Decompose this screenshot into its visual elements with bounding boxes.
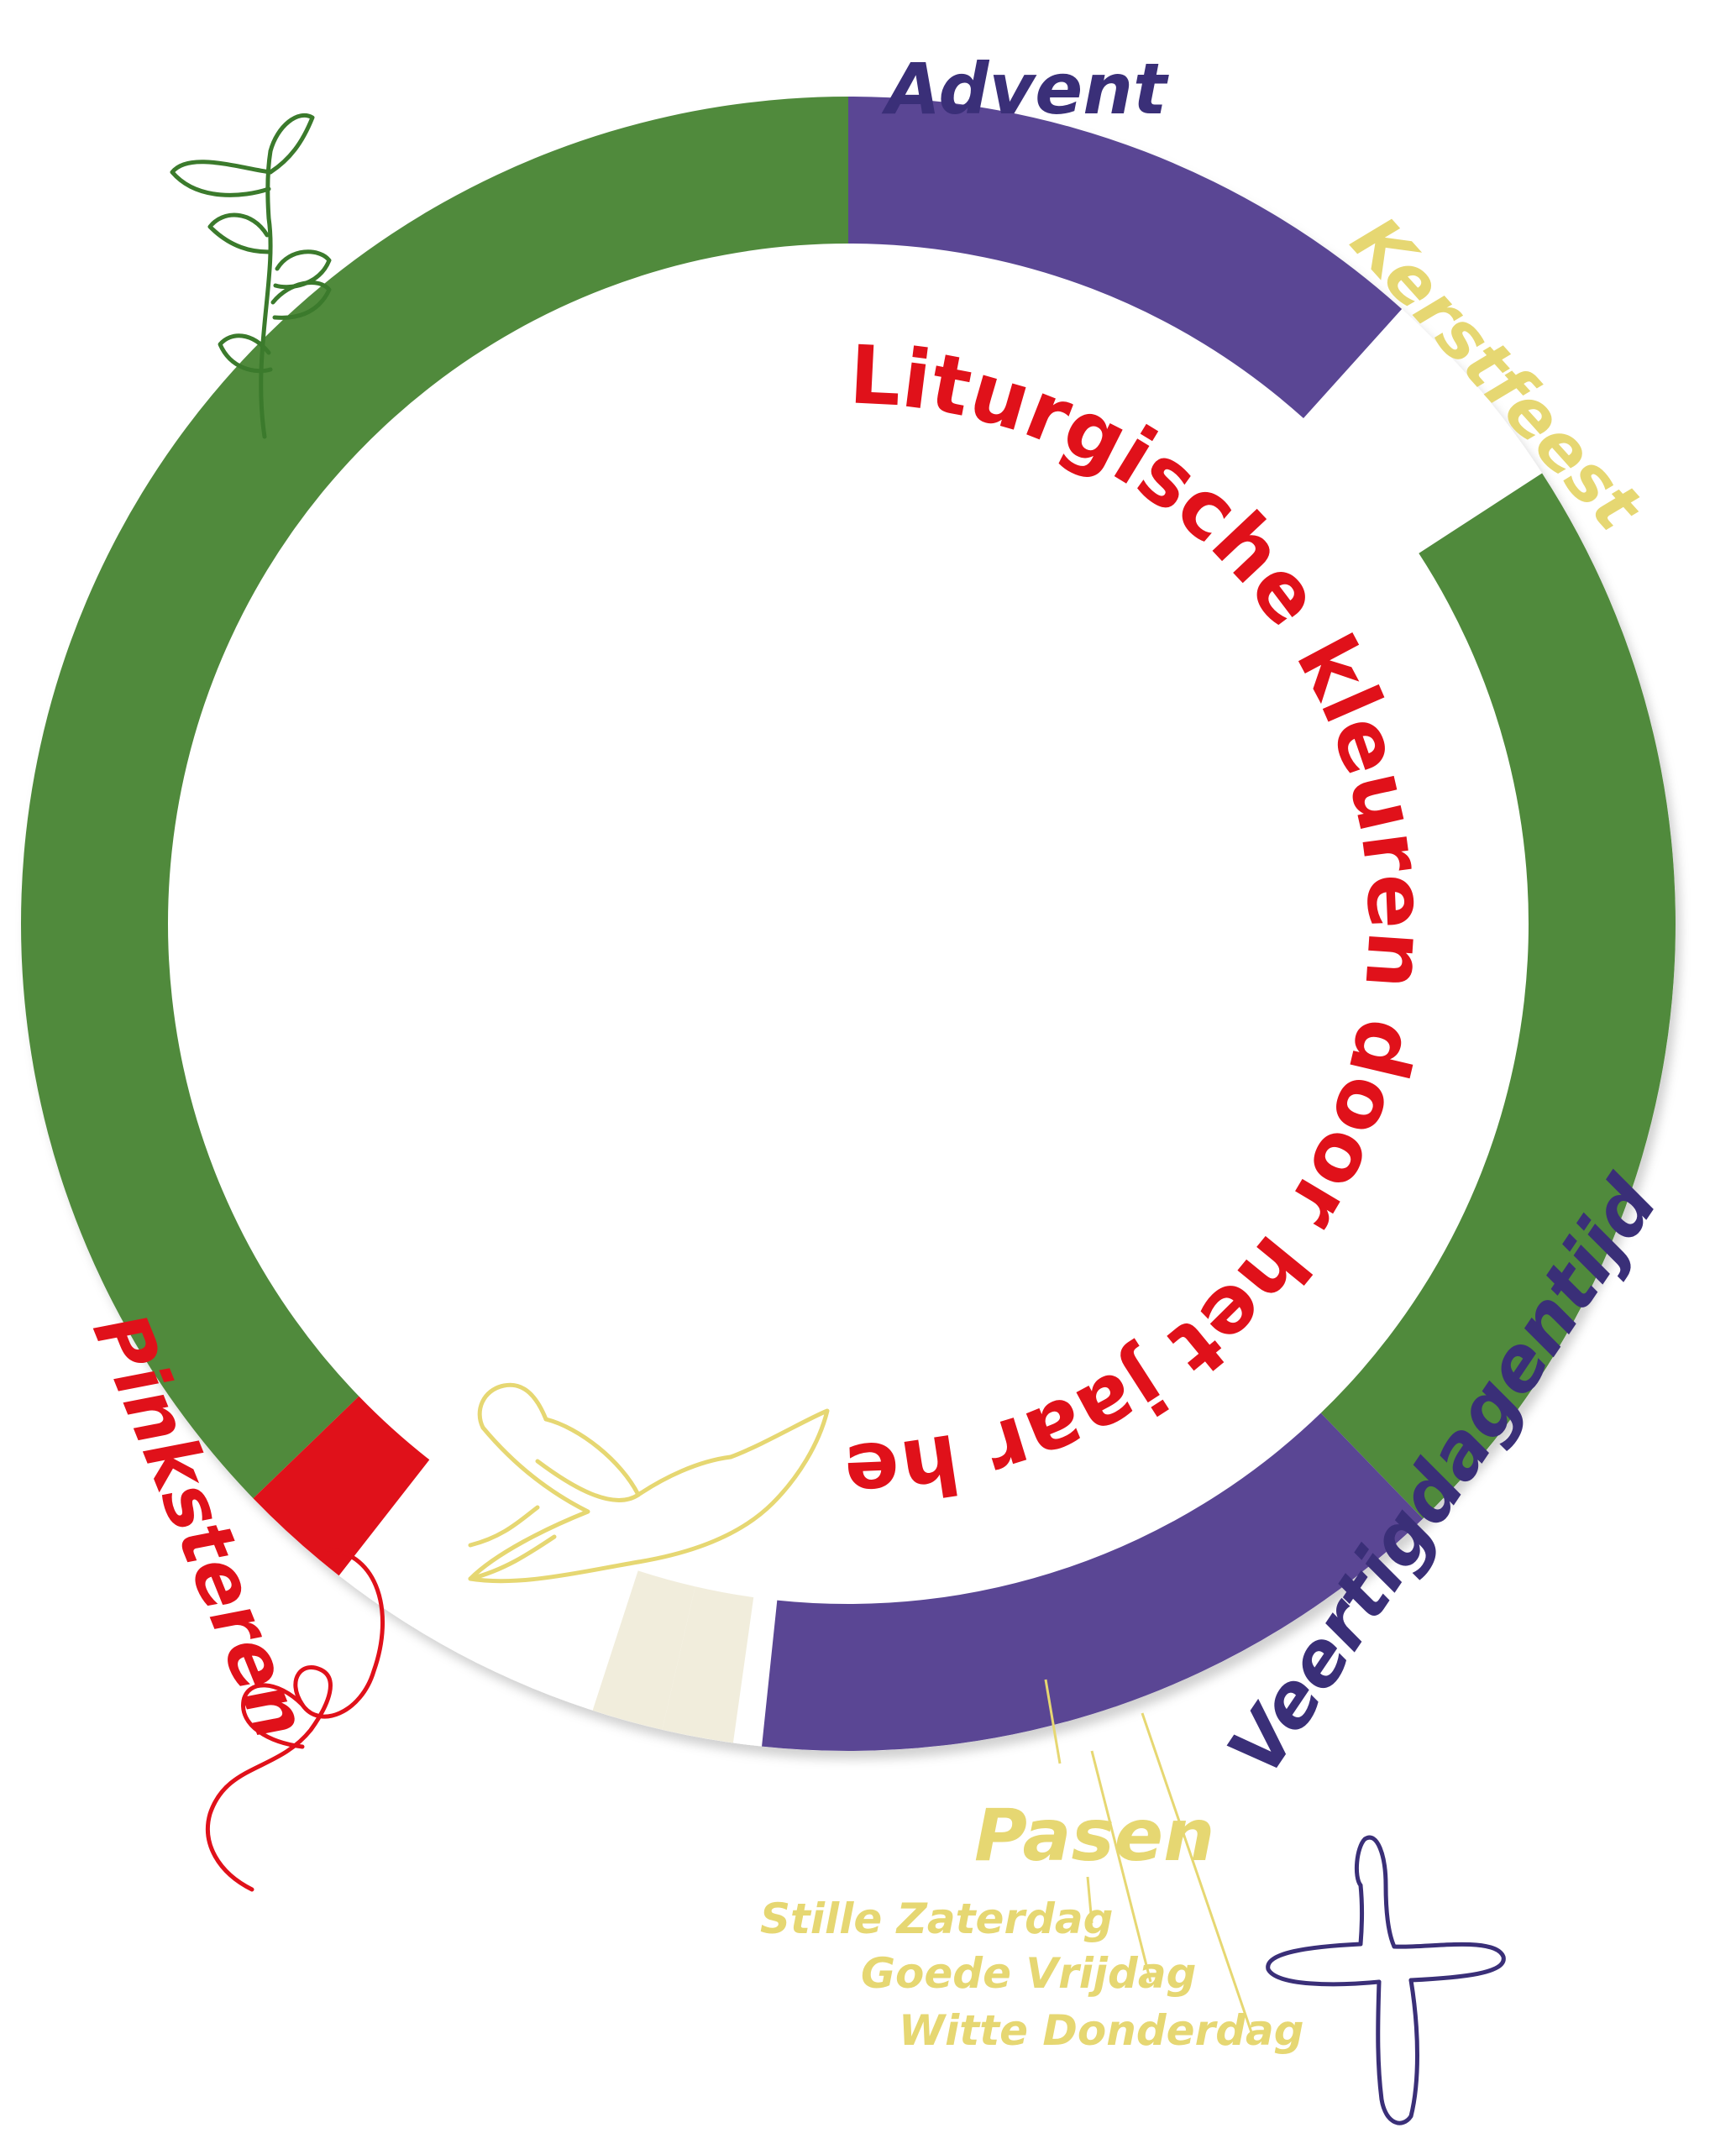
- label-goede-vrijdag: Goede Vrijdag: [861, 1949, 1196, 1998]
- ring-segment-green-ordinary-time-summer: [20, 97, 849, 1499]
- ring-segment-paschal-candle-right: [592, 1570, 695, 1730]
- dove-icon: [468, 1382, 830, 1584]
- ring-segment-purple-advent: [848, 97, 1403, 419]
- liturgical-ring: [20, 97, 1676, 1751]
- ring-segment-green-ordinary-time-winter: [1320, 473, 1676, 1519]
- ring-segment-purple-lent: [762, 1412, 1424, 1751]
- leader-witte-donderdag: [1141, 1712, 1253, 2033]
- olive-branch-icon: [170, 113, 332, 439]
- year-disc: [21, 97, 1676, 1751]
- leader-goede-vrijdag: [1090, 1750, 1152, 1983]
- heart-line-icon: [205, 1547, 385, 1892]
- holy-week-leader-lines: [1044, 1679, 1253, 2033]
- label-advent: Advent: [881, 48, 1169, 130]
- leader-pasen: [1044, 1679, 1062, 1764]
- leader-stille-zaterdag: [1086, 1876, 1094, 1924]
- label-stille-zaterdag: Stille Zaterdag: [760, 1895, 1113, 1943]
- ring-segment-red-pentecost: [253, 1396, 430, 1576]
- cross-icon: [1266, 1835, 1506, 2125]
- label-pasen: Pasen: [974, 1794, 1214, 1878]
- ring-segment-paschal-candle-left: [662, 1586, 754, 1743]
- label-witte-donderdag: Witte Donderdag: [899, 2006, 1304, 2055]
